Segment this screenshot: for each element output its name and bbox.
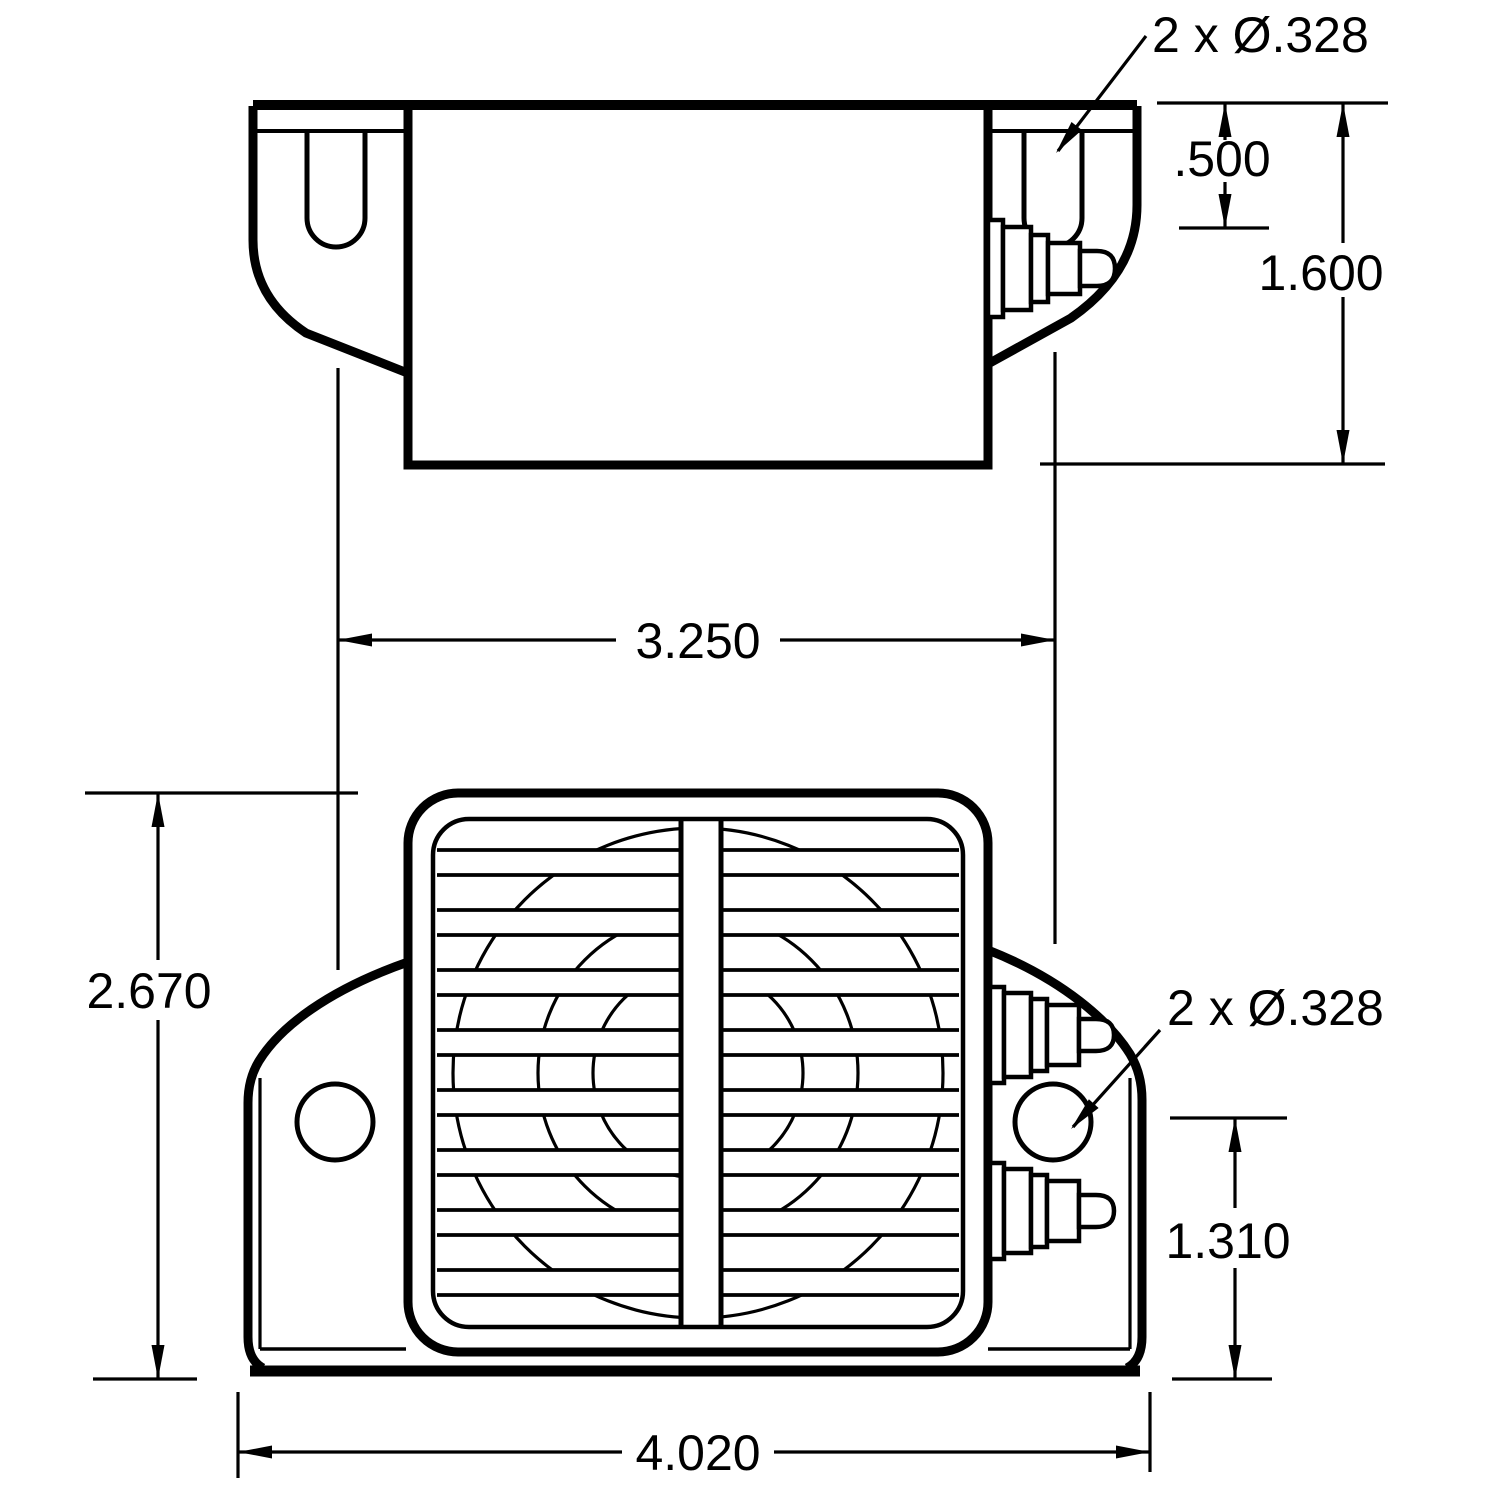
arrowhead-up — [1228, 1118, 1242, 1152]
mounting-bracket-right — [986, 945, 1147, 1372]
front-view — [243, 788, 1147, 1377]
dim-label: 2 x Ø.328 — [1167, 980, 1384, 1036]
note-hole-diameter-top: 2 x Ø.328 — [1056, 7, 1369, 153]
arrowhead-down — [1336, 430, 1350, 464]
arrowhead-down — [1218, 194, 1232, 228]
arrowhead-right — [1116, 1445, 1150, 1459]
dim-bracket-height: 1.600 — [1040, 103, 1385, 466]
bracket-inner-edges — [258, 1078, 1132, 1349]
grille-center-bar — [681, 821, 721, 1325]
mounting-bracket-left — [243, 957, 410, 1372]
grille-inner-frame — [430, 816, 966, 1330]
dim-label: 1.600 — [1258, 245, 1383, 301]
dim-label: 2 x Ø.328 — [1152, 7, 1369, 63]
grille-center-bar-edges — [678, 821, 724, 1325]
dim-label: 1.310 — [1165, 1213, 1290, 1269]
leader-arrowhead — [1071, 1099, 1099, 1129]
leader-arrowhead — [1056, 122, 1082, 153]
arrowhead-up — [1336, 103, 1350, 137]
terminal-stud-lower — [987, 1160, 1117, 1262]
alarm-body-side — [403, 100, 993, 470]
mounting-hole-left — [294, 1081, 376, 1163]
mounting-flange-right — [985, 106, 1142, 368]
mounting-flange-left — [248, 106, 412, 379]
terminal-stud-side — [985, 217, 1118, 320]
mounting-slot-left — [304, 131, 368, 250]
terminal-stud-upper — [987, 984, 1117, 1086]
mounting-hole-right — [1012, 1081, 1094, 1163]
side-view — [248, 100, 1142, 470]
arrowhead-up — [1218, 103, 1232, 137]
arrowhead-right — [1021, 633, 1055, 647]
dim-label: 4.020 — [635, 1425, 760, 1481]
speaker-grille — [403, 788, 993, 1357]
dim-slot-spacing: 3.250 — [336, 352, 1057, 970]
dim-overall-height: 2.670 — [85, 791, 358, 1381]
dim-label: .500 — [1173, 131, 1270, 187]
arrowhead-down — [151, 1345, 165, 1379]
dim-label: 2.670 — [86, 963, 211, 1019]
dim-label: 3.250 — [635, 613, 760, 669]
arrowhead-left — [338, 633, 372, 647]
arrowhead-left — [238, 1445, 272, 1459]
dim-hole-to-base: 1.310 — [1165, 1116, 1291, 1381]
dim-overall-width: 4.020 — [236, 1392, 1152, 1481]
note-hole-diameter-front: 2 x Ø.328 — [1071, 980, 1384, 1129]
arrowhead-up — [151, 793, 165, 827]
dim-flange-offset: .500 — [1157, 101, 1388, 230]
arrowhead-down — [1228, 1345, 1242, 1379]
